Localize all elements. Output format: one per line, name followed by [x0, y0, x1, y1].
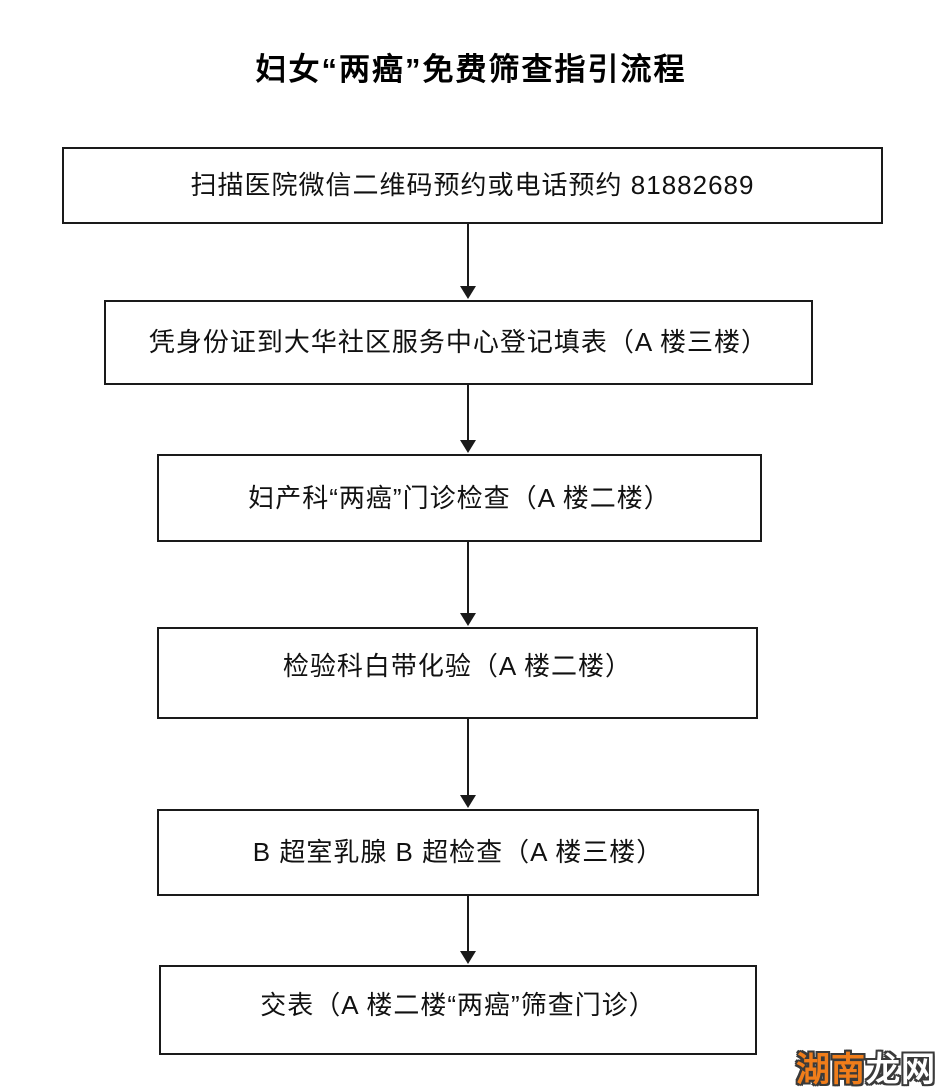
- arrow-down-icon: [460, 613, 476, 626]
- flow-step-submit-form: 交表（A 楼二楼“两癌”筛查门诊）: [159, 965, 757, 1055]
- flow-step-registration: 凭身份证到大华社区服务中心登记填表（A 楼三楼）: [104, 300, 813, 385]
- flow-step-appointment: 扫描医院微信二维码预约或电话预约 81882689: [62, 147, 883, 224]
- arrow-line: [467, 385, 469, 441]
- flow-arrow-5-6: [459, 896, 477, 964]
- flow-step-lab-test: 检验科白带化验（A 楼二楼）: [157, 627, 758, 719]
- watermark-part1: 湖南: [796, 1051, 866, 1089]
- flow-step-ultrasound: B 超室乳腺 B 超检查（A 楼三楼）: [157, 809, 759, 896]
- arrow-line: [467, 896, 469, 952]
- flow-arrow-1-2: [459, 224, 477, 299]
- flow-step-label: 凭身份证到大华社区服务中心登记填表（A 楼三楼）: [148, 327, 769, 358]
- watermark-part2: 龙网: [866, 1051, 936, 1089]
- flow-arrow-4-5: [459, 719, 477, 808]
- flow-arrow-2-3: [459, 385, 477, 453]
- arrow-down-icon: [460, 286, 476, 299]
- arrow-down-icon: [460, 440, 476, 453]
- arrow-line: [467, 542, 469, 614]
- flow-step-label: B 超室乳腺 B 超检查（A 楼三楼）: [252, 837, 664, 868]
- flow-step-gynecology-exam: 妇产科“两癌”门诊检查（A 楼二楼）: [157, 454, 762, 542]
- arrow-down-icon: [460, 795, 476, 808]
- arrow-down-icon: [460, 951, 476, 964]
- page-title: 妇女“两癌”免费筛查指引流程: [255, 52, 687, 87]
- arrow-line: [467, 224, 469, 287]
- flow-step-label: 妇产科“两癌”门诊检查（A 楼二楼）: [248, 482, 671, 513]
- flow-step-label: 交表（A 楼二楼“两癌”筛查门诊）: [260, 989, 656, 1020]
- arrow-line: [467, 719, 469, 796]
- flow-arrow-3-4: [459, 542, 477, 626]
- site-watermark: 湖南龙网: [796, 1042, 936, 1091]
- flow-step-label: 检验科白带化验（A 楼二楼）: [282, 650, 633, 681]
- flow-step-label: 扫描医院微信二维码预约或电话预约 81882689: [190, 170, 755, 201]
